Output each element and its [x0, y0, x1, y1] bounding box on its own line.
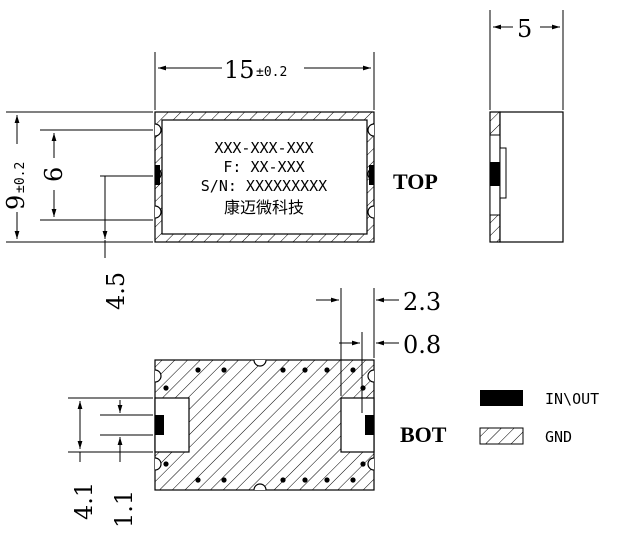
marking-line-1: XXX-XXX-XXX: [214, 139, 313, 157]
legend-label-inout: IN\OUT: [545, 390, 599, 408]
side-view: 5: [489, 10, 564, 243]
side-pad: [490, 162, 500, 186]
legend-label-gnd: GND: [545, 428, 572, 446]
width-tol: ±0.2: [256, 65, 287, 80]
dim-d: 1.1: [110, 490, 138, 528]
bottom-right-pad: [365, 415, 374, 435]
dim-a: 2.3: [403, 288, 441, 316]
bottom-left-pad: [155, 415, 164, 435]
top-view-label: TOP: [393, 169, 438, 194]
inner-dim: 6: [40, 167, 68, 182]
width-dim: 15: [224, 56, 255, 84]
dim-c: 4.1: [70, 482, 98, 520]
height-tol: ±0.2: [13, 162, 28, 193]
top-view: XXX-XXX-XXX F: XX-XXX S/N: XXXXXXXXX 康迈微…: [2, 52, 438, 310]
bottom-view-label: BOT: [400, 422, 447, 447]
legend-swatch-inout: [480, 390, 523, 406]
height-dim: 9: [2, 195, 30, 210]
dim-b: 0.8: [403, 331, 441, 359]
marking-line-4: 康迈微科技: [224, 198, 304, 217]
marking-line-2: F: XX-XXX: [223, 158, 304, 176]
legend-swatch-gnd: [479, 427, 524, 445]
thickness-dim: 5: [517, 15, 532, 43]
top-right-pad: [369, 165, 374, 185]
legend: IN\OUT GND: [479, 390, 599, 446]
top-left-pad: [155, 165, 160, 185]
marking-line-3: S/N: XXXXXXXXX: [201, 177, 327, 195]
bottom-view: BOT 2.3 0.8 4.1 1.1: [68, 288, 447, 528]
pin-dim: 4.5: [102, 272, 130, 310]
